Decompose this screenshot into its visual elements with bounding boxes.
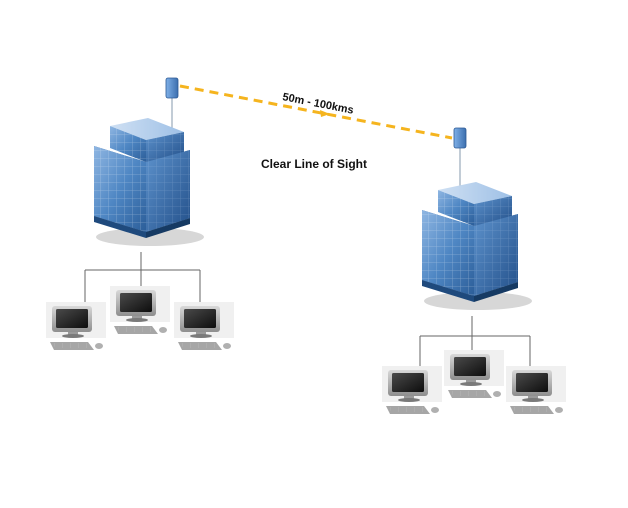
building-right-icon — [422, 182, 532, 310]
network-wire-right — [419, 316, 531, 368]
wireless-link-line — [179, 84, 453, 140]
computer-left-1-icon — [46, 302, 106, 350]
site-right — [382, 127, 566, 414]
computer-right-1-icon — [382, 366, 442, 414]
line-of-sight-label: Clear Line of Sight — [261, 157, 367, 171]
antenna-left-icon — [165, 77, 179, 99]
network-wire-left — [84, 252, 201, 302]
computer-left-3-icon — [174, 302, 234, 350]
link-arrow-icon — [320, 110, 330, 117]
site-left — [46, 77, 234, 350]
computer-right-3-icon — [506, 366, 566, 414]
antenna-right-icon — [453, 127, 467, 149]
building-left-icon — [94, 118, 204, 246]
computer-left-2-icon — [110, 286, 170, 334]
computer-right-2-icon — [444, 350, 504, 398]
